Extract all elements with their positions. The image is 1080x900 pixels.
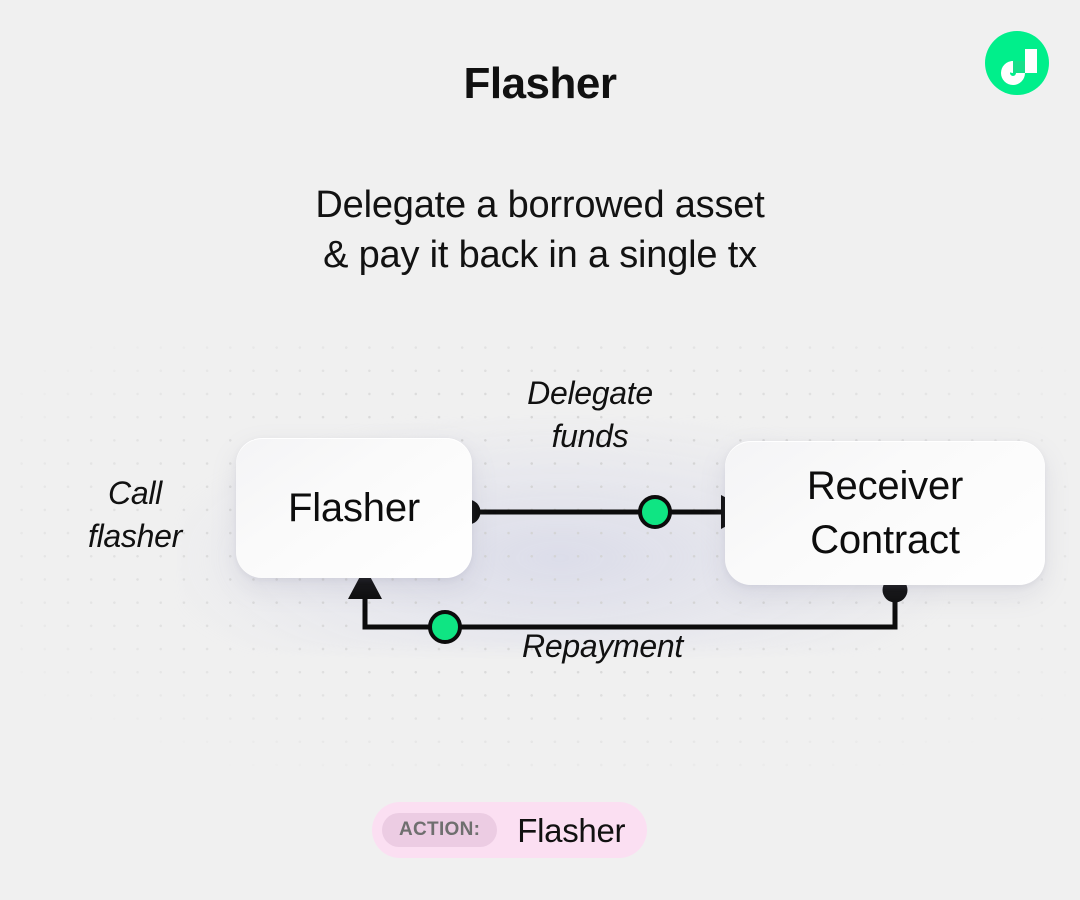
flow-logo-icon [985,31,1049,95]
wire-repayment [347,566,898,630]
node-flasher-label: Flasher [288,485,420,530]
edge-label-call-flasher: Call flasher [35,472,235,558]
node-flasher[interactable]: Flasher [236,438,472,578]
token-node-repayment [428,610,462,644]
edge-label-call-line-2: flasher [88,518,182,554]
action-badge-tag: ACTION: [382,813,498,847]
node-receiver-label: Receiver Contract [807,459,963,567]
node-receiver-label-line-1: Receiver [806,464,964,508]
edge-label-call-line-1: Call [108,475,162,511]
edge-label-delegate-funds: Delegate funds [470,372,710,458]
flow-diagram: Flasher Receiver Contract Call flasher D… [0,330,1080,770]
page-title: Flasher [463,59,617,108]
edge-label-repayment: Repayment [522,628,683,664]
edge-label-delegate-line-1: Delegate [527,375,653,411]
page-subtitle: Delegate a borrowed asset & pay it back … [0,180,1080,280]
node-receiver-label-line-2: Contract [810,518,960,562]
subtitle-line-2: & pay it back in a single tx [323,234,757,276]
subtitle-line-1: Delegate a borrowed asset [315,184,765,226]
node-receiver-contract[interactable]: Receiver Contract [725,441,1045,585]
token-node-delegate [638,495,672,529]
action-badge-value: Flasher [517,811,626,849]
edge-label-delegate-line-2: funds [551,418,629,454]
action-badge[interactable]: ACTION: Flasher [372,802,648,858]
